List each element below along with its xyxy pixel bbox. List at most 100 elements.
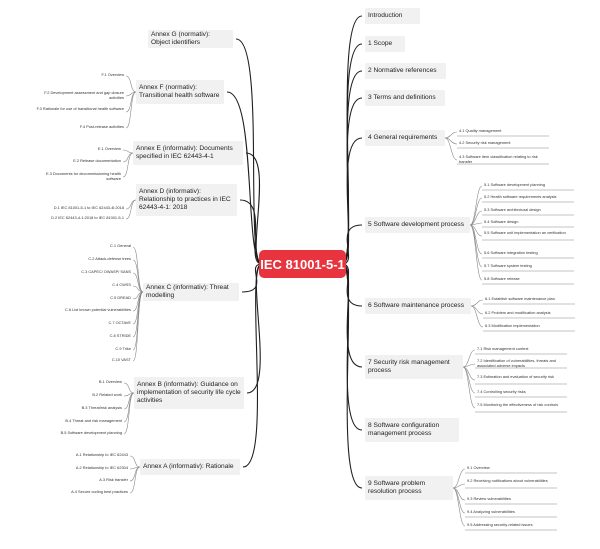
- central-topic[interactable]: IEC 81001-5-1: [259, 250, 346, 278]
- topic-label: 4 General requirements: [368, 134, 438, 141]
- topic-label: 6 Software maintenance process: [368, 302, 465, 309]
- left-topic-1[interactable]: Annex G (normativ): Object identifiers: [148, 30, 233, 48]
- subtopic[interactable]: C.8 STRIDE: [109, 333, 131, 338]
- right-topic-1[interactable]: Introduction: [365, 8, 420, 24]
- subtopic[interactable]: C.1 General: [110, 243, 131, 248]
- subtopic[interactable]: 4.1 Quality management: [459, 128, 502, 133]
- subtopic-connector: [132, 246, 144, 293]
- subtopic[interactable]: F.4 Post-release activities: [79, 124, 124, 129]
- topic-label: 8 Software configuration management proc…: [368, 422, 440, 437]
- subtopic[interactable]: A.1 Relationship to IEC 62443: [75, 452, 128, 457]
- right-topic-2[interactable]: 1 Scope: [365, 36, 405, 52]
- subtopic[interactable]: 7.1 Risk management context: [477, 346, 529, 351]
- topic-label: Introduction: [368, 12, 403, 19]
- subtopic[interactable]: 5.4 Software design: [484, 219, 519, 224]
- subtopic[interactable]: B.1 Overview: [98, 379, 122, 384]
- left-connector-7: [242, 263, 263, 468]
- right-topic-10[interactable]: 9 Software problem resolution process: [365, 476, 453, 500]
- subtopic[interactable]: 9.2 Receiving notifications about vulner…: [467, 478, 548, 483]
- subtopic[interactable]: C.3 CAPEC/ OWASP/ SANS: [81, 269, 131, 274]
- subtopic[interactable]: B.4 Threat and risk management: [65, 418, 122, 423]
- subtopic[interactable]: C.4 CWSS: [112, 282, 131, 287]
- subtopic[interactable]: 9.1 Overview: [467, 465, 490, 470]
- left-topic-5[interactable]: Annex C (informativ): Threat modelling: [143, 283, 239, 301]
- left-topic-7[interactable]: Annex A (informativ): Rationale: [140, 459, 240, 475]
- right-connector-6: [341, 224, 363, 265]
- subtopic[interactable]: 9.4 Analyzing vulnerabilities: [467, 509, 515, 514]
- subtopic[interactable]: C.7 OCTAVE: [108, 320, 131, 325]
- subtopic[interactable]: 5.6 Software integration testing: [484, 250, 538, 255]
- subtopic[interactable]: A.3 Risk transfer: [99, 477, 128, 482]
- topic-label: Annex E (informativ): Documents specifie…: [136, 145, 233, 160]
- subtopic[interactable]: F.2 Development assessment and gap closu…: [44, 90, 124, 100]
- topic-label: 9 Software problem resolution process: [368, 480, 426, 495]
- subtopic[interactable]: E.1 Overview: [97, 146, 121, 151]
- subtopic[interactable]: F.1 Overview: [101, 72, 124, 77]
- subtopic[interactable]: C.10 VAST: [111, 357, 131, 362]
- subtopic[interactable]: B.2 Related work: [92, 392, 122, 397]
- right-topic-3[interactable]: 2 Normative references: [365, 63, 446, 79]
- subtopic-connector: [132, 291, 144, 362]
- subtopic-connector: [452, 468, 466, 489]
- subtopic-connector: [470, 299, 484, 307]
- subtopic-connector: [444, 137, 458, 161]
- subtopic[interactable]: F.3 Rationale for use of transitional he…: [36, 106, 124, 111]
- subtopic-connector: [469, 222, 483, 226]
- subtopic[interactable]: A.2 Relationship to IEC 62304: [75, 465, 128, 470]
- right-topic-9[interactable]: 8 Software configuration management proc…: [365, 418, 459, 442]
- subtopic[interactable]: E.3 Documents for decommissioning health…: [45, 171, 121, 181]
- left-topic-4[interactable]: Annex D (informativ): Relationship to pr…: [136, 184, 237, 216]
- subtopic-connector: [132, 259, 144, 293]
- subtopic[interactable]: D.2 IEC 62443-4-1:2018 to IEC 81001-5-1: [51, 215, 124, 220]
- right-connector-4: [341, 97, 363, 265]
- subtopic[interactable]: 7.3 Estimation and evaluation of securit…: [477, 374, 554, 379]
- subtopic-connector: [452, 483, 466, 489]
- left-topic-6[interactable]: Annex B (informativ): Guidance on implem…: [134, 377, 244, 409]
- left-connector-3: [245, 152, 263, 265]
- subtopic[interactable]: 4.3 Software item classification relatin…: [459, 154, 538, 164]
- subtopic[interactable]: 9.5 Addressing security-related issues: [467, 522, 533, 527]
- subtopic[interactable]: 7.4 Controlling security risks: [477, 389, 526, 394]
- subtopic[interactable]: B.5 Software development planning: [60, 430, 122, 435]
- subtopic[interactable]: C.5 DREAD: [110, 295, 131, 300]
- subtopic[interactable]: 5.2 Health software requirements analysi…: [484, 194, 557, 199]
- right-topic-6[interactable]: 5 Software development process: [365, 217, 470, 233]
- topic-label: Annex G (normativ): Object identifiers: [151, 31, 210, 46]
- subtopic[interactable]: 5.3 Software architectural design: [484, 207, 541, 212]
- subtopic-connector: [469, 224, 483, 268]
- subtopic-connector: [125, 91, 137, 129]
- subtopic[interactable]: B.3 Threat/risk analysis: [81, 405, 122, 410]
- right-topic-8[interactable]: 7 Security risk management process: [365, 355, 463, 379]
- subtopic[interactable]: 5.5 Software unit implementation an veri…: [484, 230, 566, 235]
- subtopic[interactable]: C.6 List known potential vulnerabilities: [65, 307, 131, 312]
- subtopic[interactable]: 5.1 Software development planning: [484, 182, 545, 187]
- subtopic[interactable]: 5.8 Software release: [484, 276, 520, 281]
- right-connector-2: [341, 43, 363, 265]
- subtopic[interactable]: 7.2 Identification of vulnerabilities, t…: [477, 358, 556, 368]
- subtopic[interactable]: 6.3 Modification implementation: [485, 323, 540, 328]
- subtopic[interactable]: E.2 Release documentation: [73, 158, 121, 163]
- subtopic[interactable]: 6.2 Problem and modification analysis: [485, 310, 551, 315]
- left-topic-2[interactable]: Annex F (normativ): Transitional health …: [136, 80, 224, 104]
- subtopic-connector: [469, 210, 483, 226]
- subtopic[interactable]: 5.7 Software system testing: [484, 263, 532, 268]
- subtopic[interactable]: A.4 Secure coding best practices: [71, 489, 128, 494]
- topic-label: 2 Normative references: [368, 67, 437, 74]
- subtopic[interactable]: 6.1 Establish software maintenance plan: [485, 296, 555, 301]
- subtopic[interactable]: C.2 Attack-defense trees: [88, 256, 131, 261]
- right-topic-4[interactable]: 3 Terms and definitions: [365, 90, 445, 106]
- subtopic[interactable]: D.1 IEC 81001-5-1 to IEC 62443-4l:2018: [53, 205, 124, 210]
- subtopic-connector: [132, 285, 144, 293]
- topic-label: 5 Software development process: [368, 221, 465, 228]
- subtopic-connector: [129, 455, 141, 468]
- subtopic-connector: [469, 224, 483, 255]
- topic-label: Annex B (informativ): Guidance on implem…: [137, 381, 241, 404]
- right-topic-7[interactable]: 6 Software maintenance process: [365, 298, 471, 314]
- subtopic[interactable]: 4.2 Security risk management: [459, 140, 511, 145]
- subtopic[interactable]: 9.3 Review vulnerabilities: [467, 496, 511, 501]
- left-topic-3[interactable]: Annex E (informativ): Documents specifie…: [133, 141, 243, 165]
- right-topic-5[interactable]: 4 General requirements: [365, 130, 445, 146]
- subtopic[interactable]: 7.5 Monitoring the effectiveness of risk…: [477, 402, 559, 407]
- subtopic[interactable]: C.9 Trike: [115, 346, 131, 351]
